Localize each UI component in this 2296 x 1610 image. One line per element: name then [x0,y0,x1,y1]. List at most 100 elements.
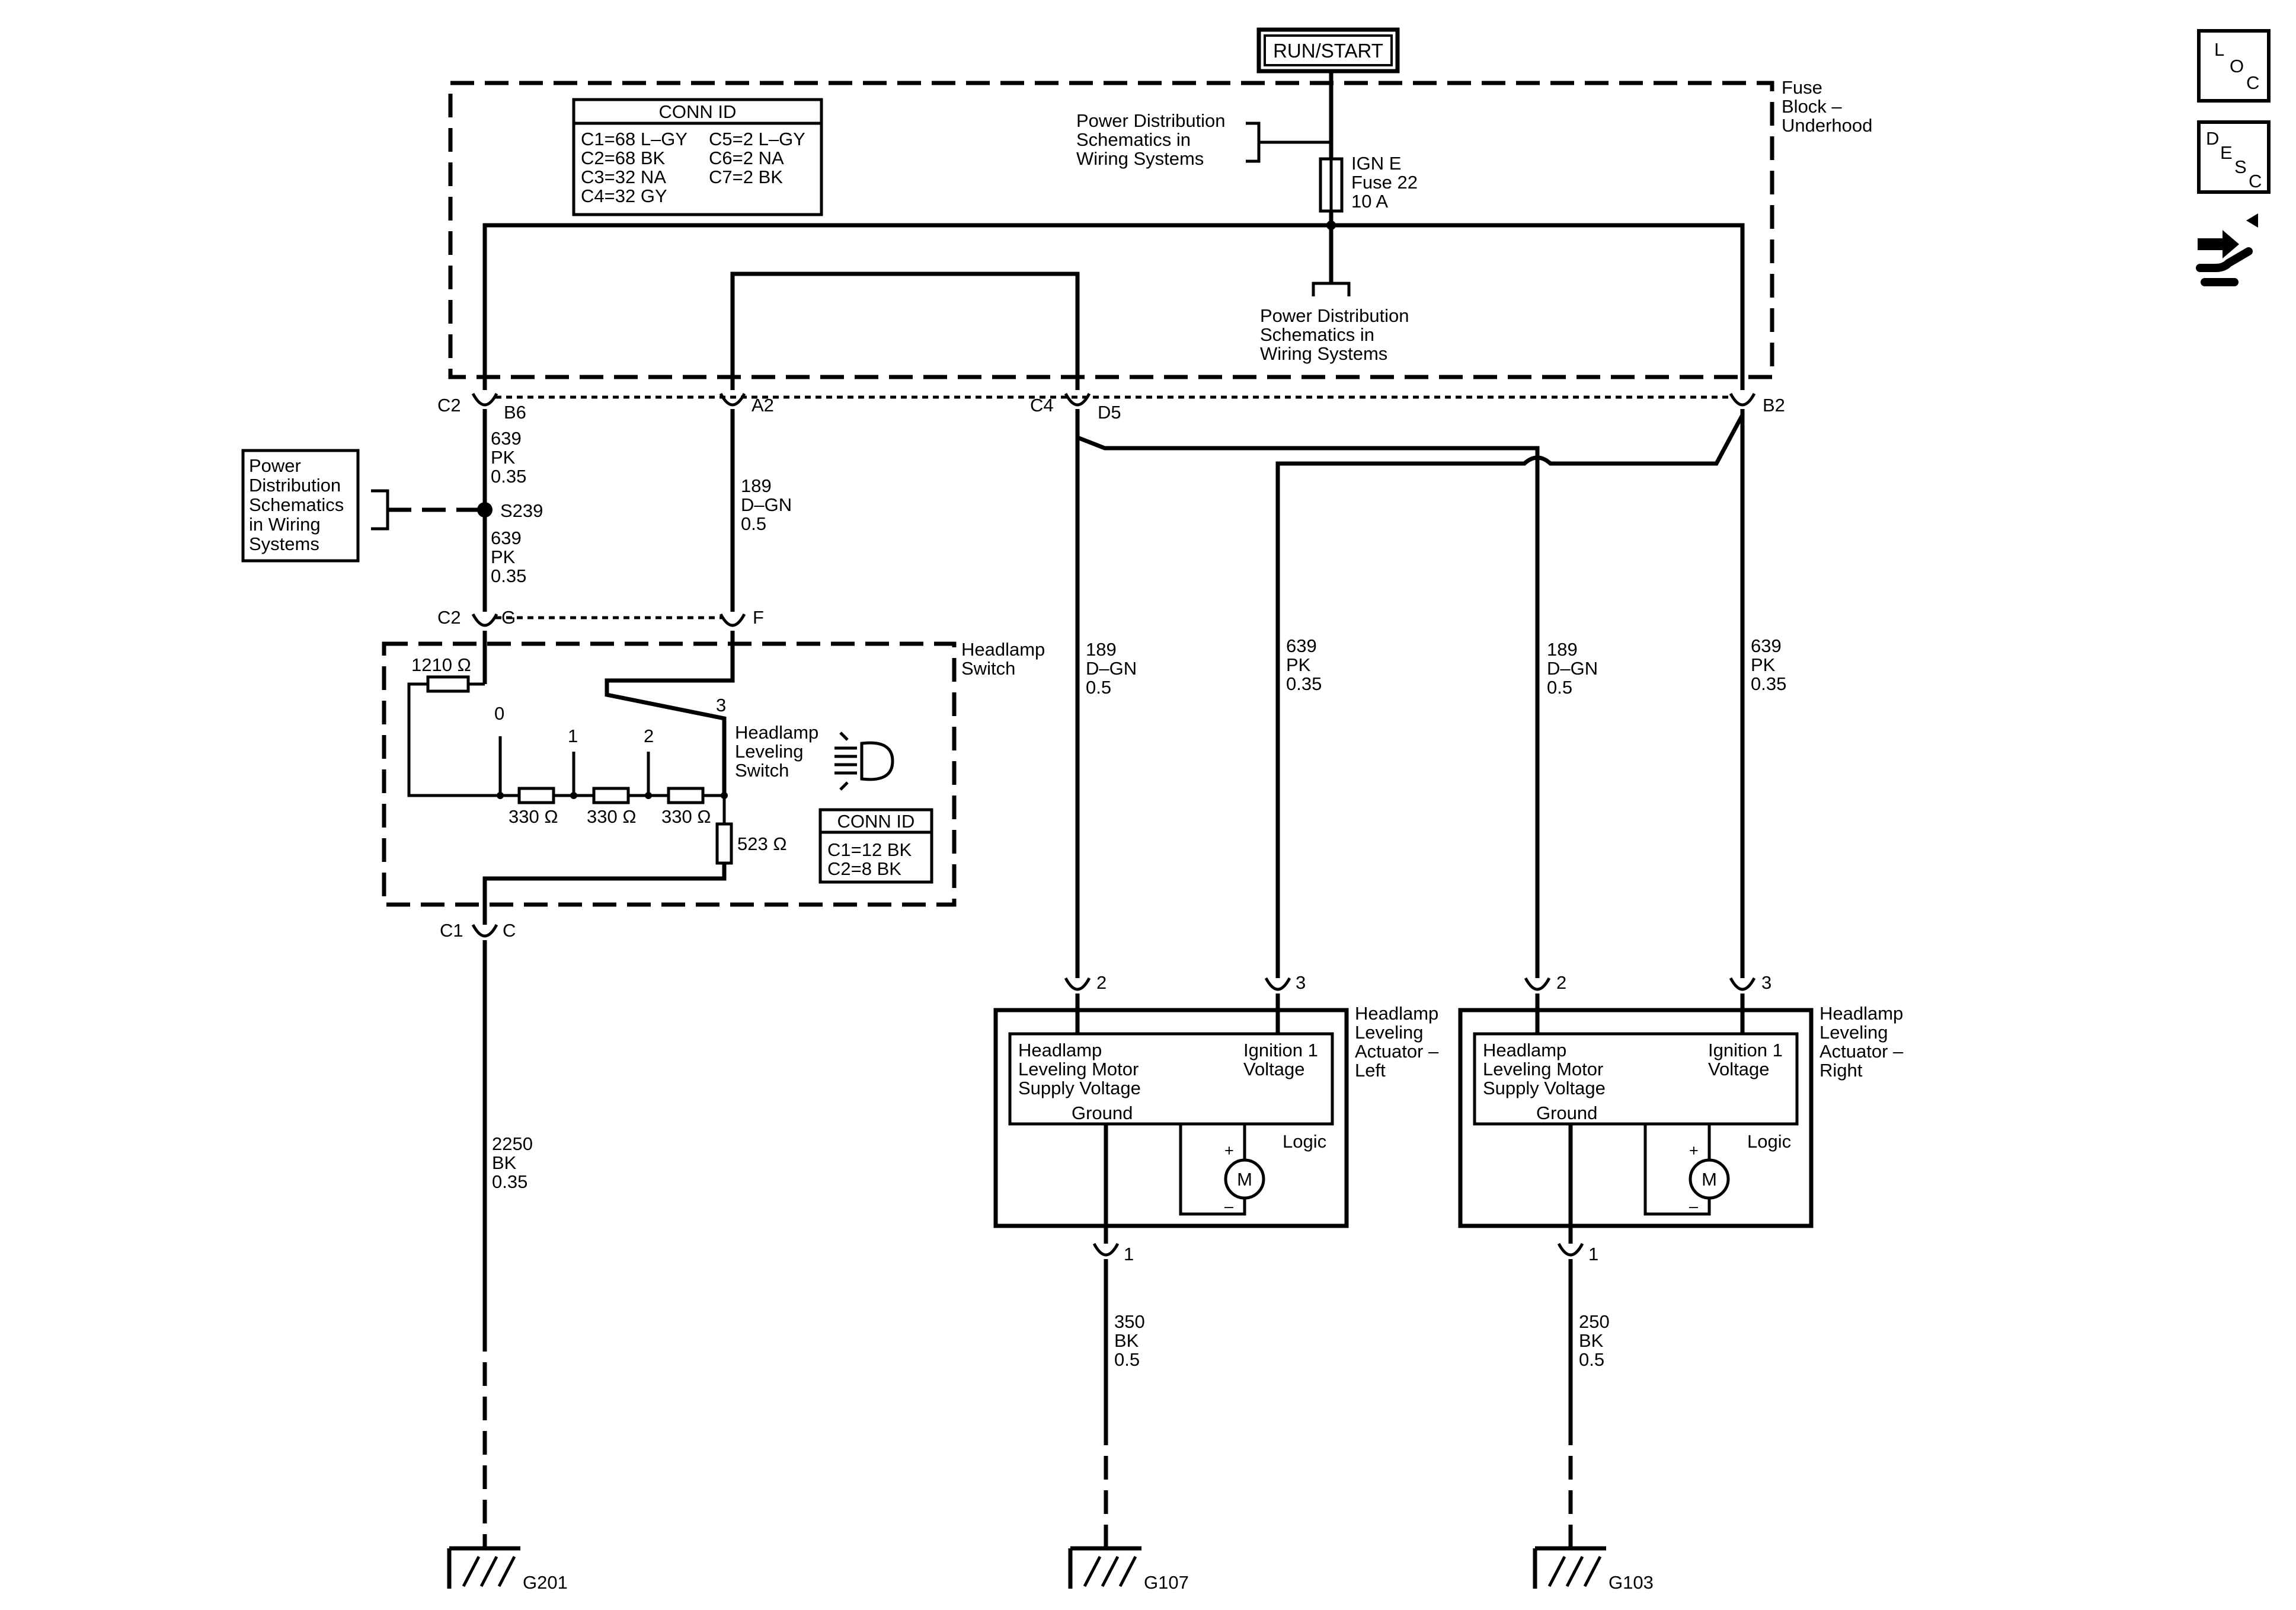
svg-text:S: S [2234,156,2247,177]
svg-text:Headlamp: Headlamp [735,722,818,743]
svg-text:189: 189 [1547,639,1578,660]
svg-text:Leveling: Leveling [1355,1022,1423,1043]
svg-text:2: 2 [1096,972,1107,993]
headlamp-leveling-actuator-left: 2 3 Headlamp Leveling Motor Supply Volta… [993,972,1439,1264]
svg-text:189: 189 [741,475,772,496]
svg-text:D: D [2206,128,2219,149]
svg-text:M: M [1237,1169,1252,1190]
svg-text:0.5: 0.5 [1579,1349,1604,1370]
headlamp-switch-conn-id-table: CONN ID C1=12 BK C2=8 BK [818,808,933,884]
svg-text:Systems: Systems [249,534,319,554]
svg-text:BK: BK [1114,1330,1139,1351]
svg-text:350: 350 [1114,1311,1145,1332]
run-start-label: RUN/START [1273,40,1383,62]
switch-position-3: 3 [716,695,726,715]
headlamp-leveling-actuator-right: 2 3 Headlamp Leveling Motor Supply Volta… [1458,972,1904,1264]
svg-text:BK: BK [492,1152,517,1173]
conn-id-c2: C2=68 BK [581,148,666,168]
svg-text:639: 639 [491,528,522,548]
svg-text:L: L [2214,39,2224,60]
fuse-block-label-3: Underhood [1782,115,1872,136]
headlamp-leveling-icon [834,731,894,791]
svg-text:2250: 2250 [492,1133,533,1154]
svg-text:D–GN: D–GN [1547,658,1598,679]
svg-text:E: E [2220,142,2233,163]
resistor-330-c: 330 Ω [661,806,711,827]
svg-text:2: 2 [1556,972,1566,993]
svg-text:0.5: 0.5 [741,513,766,534]
svg-text:Switch: Switch [735,760,789,781]
connector-navigation-icon[interactable] [2196,213,2258,286]
fuse-block-label-2: Block – [1782,96,1842,117]
connector-c: C [503,920,516,941]
fuse-block-label-1: Fuse [1782,77,1822,98]
svg-text:Headlamp: Headlamp [1018,1040,1102,1060]
svg-text:C: C [2246,72,2259,93]
ground-g107: G107 [1068,1546,1189,1593]
connector-c4: C4 [1030,395,1054,416]
fuse-block-underhood: Fuse Block – Underhood CONN ID C1=68 L–G… [448,77,1872,390]
svg-text:639: 639 [491,428,522,449]
desc-icon[interactable]: D E S C [2197,120,2271,194]
resistor-523: 523 Ω [737,833,787,854]
run-start-source: RUN/START [1256,27,1400,74]
svg-text:M: M [1702,1169,1717,1190]
svg-text:Voltage: Voltage [1708,1059,1769,1079]
headlamp-switch-connector-c2: C2 G F [437,607,764,628]
svg-text:Schematics in: Schematics in [1076,129,1191,150]
conn-id-c3: C3=32 NA [581,167,666,187]
switch-position-1: 1 [568,726,578,746]
svg-text:0.35: 0.35 [491,466,526,487]
ground-g201: G201 [447,1546,568,1593]
connector-b6: B6 [504,402,526,423]
svg-text:0.5: 0.5 [1547,677,1572,698]
svg-text:Ground: Ground [1536,1103,1597,1123]
svg-text:Wiring Systems: Wiring Systems [1260,343,1387,364]
svg-text:–: – [1689,1197,1698,1215]
svg-text:D–GN: D–GN [741,494,792,515]
headlamp-switch-connector-c1: C1 C [440,920,516,941]
svg-text:O: O [2230,56,2244,76]
svg-text:10 A: 10 A [1351,191,1388,212]
svg-text:Voltage: Voltage [1243,1059,1304,1079]
svg-text:Leveling: Leveling [1819,1022,1888,1043]
connector-g: G [501,607,516,628]
svg-text:Leveling Motor: Leveling Motor [1018,1059,1139,1079]
loc-icon[interactable]: L O C [2197,29,2271,103]
svg-text:C1=12 BK: C1=12 BK [827,839,912,860]
connector-b2: B2 [1763,395,1785,416]
svg-text:Supply Voltage: Supply Voltage [1018,1078,1141,1098]
connector-c2: C2 [437,395,461,416]
svg-text:1: 1 [1588,1244,1598,1264]
svg-text:Schematics in: Schematics in [1260,324,1374,345]
svg-text:0.35: 0.35 [492,1171,527,1192]
wire-639-right-act-label: 639 PK 0.35 [1751,635,1786,694]
conn-id-title: CONN ID [659,101,737,122]
motor-icon: M + – [1179,1124,1265,1216]
wire-250-label: 250 BK 0.5 [1579,1311,1610,1370]
svg-text:3: 3 [1296,972,1306,993]
conn-id-c5: C5=2 L–GY [709,129,805,149]
svg-text:Headlamp: Headlamp [961,639,1045,660]
svg-text:Right: Right [1819,1060,1863,1081]
svg-text:Logic: Logic [1747,1131,1791,1152]
conn-id-c7: C7=2 BK [709,167,783,187]
connector-c2-lower: C2 [437,607,461,628]
svg-text:PK: PK [491,547,516,567]
svg-text:Fuse 22: Fuse 22 [1351,172,1418,193]
svg-text:BK: BK [1579,1330,1604,1351]
svg-text:Headlamp: Headlamp [1355,1003,1438,1024]
svg-text:0.35: 0.35 [1751,673,1786,694]
motor-icon: M + – [1643,1124,1730,1216]
svg-text:Ignition 1: Ignition 1 [1243,1040,1318,1060]
conn-id-c6: C6=2 NA [709,148,784,168]
svg-text:C2=8 BK: C2=8 BK [827,858,901,879]
svg-text:Logic: Logic [1283,1131,1326,1152]
conn-id-c4: C4=32 GY [581,186,667,206]
svg-text:PK: PK [1751,654,1776,675]
svg-text:C: C [2249,171,2262,191]
wire-639-upper-label: 639 PK 0.35 [491,428,526,487]
resistor-330-a: 330 Ω [509,806,558,827]
connector-a2: A2 [752,395,774,416]
